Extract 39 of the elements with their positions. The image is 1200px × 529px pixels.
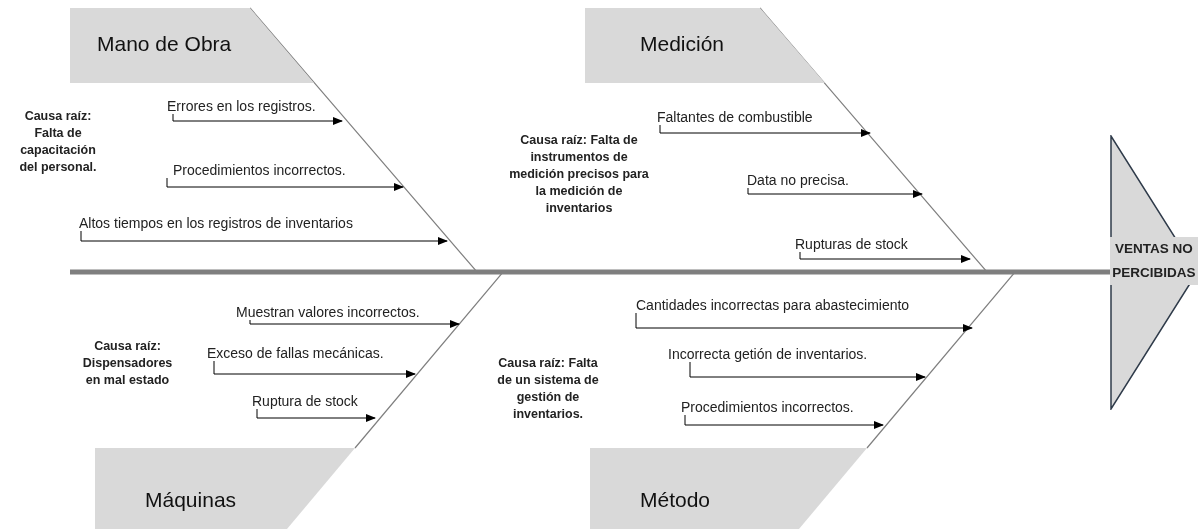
cause-text: Ruptura de stock xyxy=(252,393,358,409)
effect-title: VENTAS NO PERCIBIDAS xyxy=(1110,236,1198,285)
arrow xyxy=(256,408,376,422)
root-cause-note: Causa raíz: Falta de capacitación del personal. xyxy=(18,108,98,176)
arrow xyxy=(659,124,871,137)
arrow xyxy=(799,251,971,263)
category-title: Máquinas xyxy=(145,488,237,512)
arrow xyxy=(166,177,404,191)
cause-text: Faltantes de combustible xyxy=(657,109,813,125)
cause-text: Procedimientos incorrectos. xyxy=(681,399,854,415)
arrow xyxy=(80,230,448,245)
root-cause-note: Causa raíz: Dispensadores en mal estado xyxy=(81,338,174,389)
category-banner xyxy=(95,448,355,529)
fish-bone-line xyxy=(866,271,1111,449)
effect-triangle xyxy=(1110,135,1198,410)
cause-text: Errores en los registros. xyxy=(167,98,316,114)
category-title: Medición xyxy=(640,32,725,56)
arrow xyxy=(213,360,416,378)
arrow xyxy=(635,312,973,332)
cause-text: Procedimientos incorrectos. xyxy=(167,162,346,178)
root-cause-note: Causa raíz: Falta de un sistema de gestión de inventarios. xyxy=(496,355,600,423)
arrow xyxy=(747,187,923,198)
arrow xyxy=(684,414,884,429)
category-title: Método xyxy=(640,488,711,512)
cause-text: Incorrecta getión de inventarios. xyxy=(668,346,868,362)
arrow xyxy=(689,361,926,381)
category-banner xyxy=(70,8,314,83)
cause-text: Cantidades incorrectas para abastecimiento xyxy=(636,297,910,313)
category-banner xyxy=(590,448,867,529)
category-title: Mano de Obra xyxy=(97,32,232,56)
category-banner xyxy=(585,8,825,83)
arrow xyxy=(249,319,460,328)
cause-text: Muestran valores incorrectos. xyxy=(236,304,420,320)
cause-text: Data no precisa. xyxy=(747,172,849,188)
cause-text: Rupturas de stock xyxy=(795,236,908,252)
cause-text: Altos tiempos en los registros de inventarios xyxy=(79,215,353,231)
root-cause-note: Causa raíz: Falta de instrumentos de medición precisos para la medición de inventarios xyxy=(508,132,650,217)
cause-text: Exceso de fallas mecánicas. xyxy=(207,345,384,361)
arrow xyxy=(172,113,343,125)
